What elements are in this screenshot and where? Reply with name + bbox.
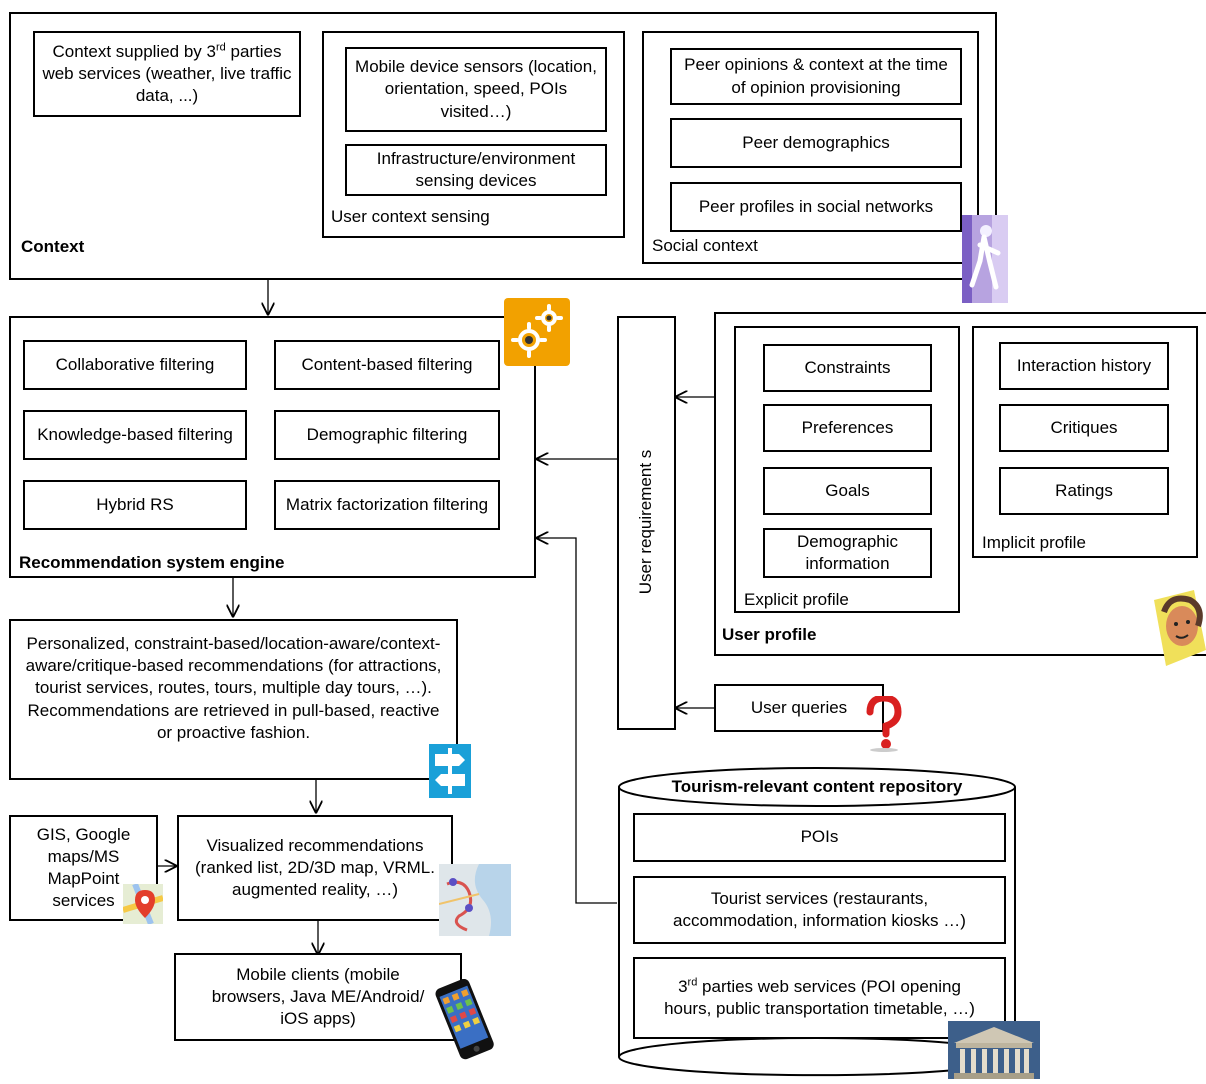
smartphone-icon <box>431 978 499 1066</box>
mobile-sensors-box: Mobile device sensors (location, orienta… <box>345 47 607 132</box>
third-party-context-pre: Context supplied by 3 <box>52 41 216 61</box>
goals-box: Goals <box>763 467 932 515</box>
tourist-services-box: Tourist services (restaurants, accommoda… <box>633 876 1006 944</box>
google-maps-pin-icon <box>122 882 164 929</box>
visualized-recommendations-box: Visualized recommendations (ranked list,… <box>177 815 453 921</box>
third-party-context-post: parties web services (weather, live traf… <box>42 41 292 106</box>
third-party-services-pre: 3 <box>678 976 688 996</box>
pois-box: POIs <box>633 813 1006 862</box>
third-party-context-sup: rd <box>215 41 226 54</box>
collaborative-filtering-box: Collaborative filtering <box>23 340 247 390</box>
personalized-recommendations-box: Personalized, constraint-based/location-… <box>9 619 458 780</box>
context-title: Context <box>21 237 85 256</box>
user-face-icon <box>1150 590 1206 671</box>
user-requirements-label: User requirement s <box>636 449 655 595</box>
infrastructure-sensing-box: Infrastructure/environment sensing devic… <box>345 144 607 196</box>
third-party-context-box: Context supplied by 3rd parties web serv… <box>33 31 301 117</box>
ratings-box: Ratings <box>999 467 1169 515</box>
user-context-sensing-title: User context sensing <box>331 207 490 226</box>
recommendation-engine-title: Recommendation system engine <box>19 553 285 572</box>
demographic-filtering-box: Demographic filtering <box>274 410 500 460</box>
peer-opinions-box: Peer opinions & context at the time of o… <box>670 48 962 105</box>
social-context-title: Social context <box>652 236 758 255</box>
interaction-history-box: Interaction history <box>999 342 1169 390</box>
demographic-information-box: Demographic information <box>763 528 932 578</box>
third-party-services-sup: rd <box>687 976 698 989</box>
peer-demographics-box: Peer demographics <box>670 118 962 168</box>
arrow-repository-to-engine <box>537 538 617 904</box>
route-map-icon <box>438 864 511 941</box>
knowledge-based-filtering-box: Knowledge-based filtering <box>23 410 247 460</box>
routing-signs-icon <box>429 744 471 803</box>
social-figure-icon <box>962 215 1008 308</box>
peer-profiles-box: Peer profiles in social networks <box>670 182 962 232</box>
explicit-profile-title: Explicit profile <box>744 590 849 609</box>
user-profile-title: User profile <box>722 625 817 644</box>
implicit-profile-title: Implicit profile <box>982 533 1086 552</box>
user-requirements-bar <box>617 316 676 730</box>
repository-title: Tourism-relevant content repository <box>671 777 963 796</box>
constraints-box: Constraints <box>763 344 932 392</box>
hybrid-rs-box: Hybrid RS <box>23 480 247 530</box>
user-queries-box: User queries <box>714 684 884 732</box>
matrix-factorization-box: Matrix factorization filtering <box>274 480 500 530</box>
preferences-box: Preferences <box>763 404 932 452</box>
museum-building-icon <box>948 1021 1040 1084</box>
mobile-clients-box: Mobile clients (mobile browsers, Java ME… <box>174 953 462 1041</box>
critiques-box: Critiques <box>999 404 1169 452</box>
third-party-services-post: parties web services (POI opening hours,… <box>664 976 975 1018</box>
content-based-filtering-box: Content-based filtering <box>274 340 500 390</box>
third-party-services-box: 3rd parties web services (POI opening ho… <box>633 957 1006 1039</box>
gears-icon <box>504 298 570 371</box>
question-mark-icon <box>862 694 902 757</box>
